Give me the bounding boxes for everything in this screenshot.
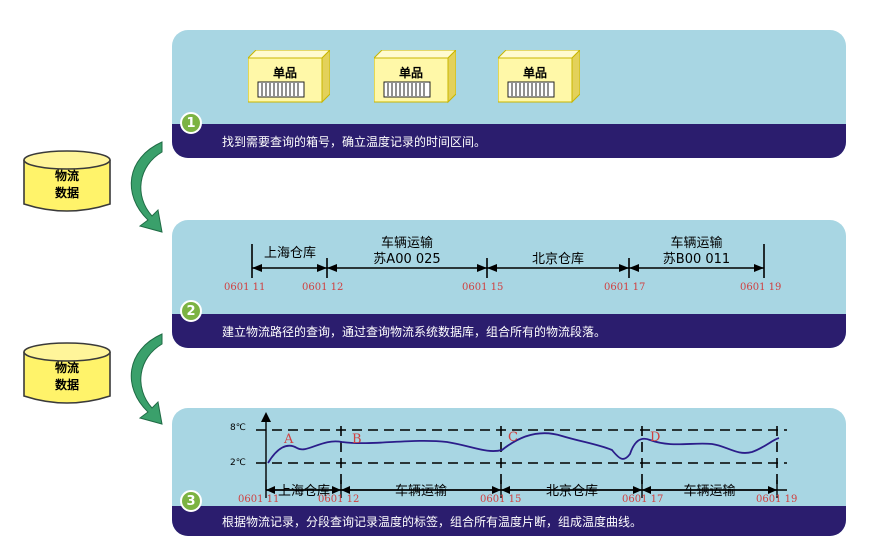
curved-arrow-2 — [130, 333, 163, 425]
temp-segment-label: 北京仓库 — [545, 484, 598, 499]
step3-panel: 8℃ 2℃ A B C D 上海仓库 车辆运输 北京仓库 车辆运输 0601 1… — [172, 408, 846, 536]
segment-letter-a: A — [284, 432, 294, 447]
route-date: 0601 12 — [302, 282, 344, 293]
product-label: 单品 — [272, 66, 297, 80]
step3-caption-bar: 根据物流记录，分段查询记录温度的标签，组合所有温度片断，组成温度曲线。 — [172, 506, 846, 536]
route-date: 0601 11 — [224, 282, 266, 293]
route-arrows — [252, 264, 764, 272]
cylinder-icon — [23, 150, 111, 212]
temp-segment-label: 上海仓库 — [277, 484, 330, 499]
route-segment-4: 车辆运输 苏B00 011 — [631, 236, 762, 268]
temp-date: 0601 15 — [480, 494, 522, 505]
y-label-8c: 8℃ — [230, 423, 246, 433]
segment-letter-b: B — [352, 432, 362, 447]
temp-date: 0601 12 — [318, 494, 360, 505]
step2-caption-bar: 建立物流路径的查询，通过查询物流系统数据库，组合所有的物流段落。 — [172, 314, 846, 348]
temp-date: 0601 19 — [756, 494, 798, 505]
logistics-data-cylinder-1: 物流 数据 — [20, 148, 114, 218]
step2-caption: 建立物流路径的查询，通过查询物流系统数据库，组合所有的物流段落。 — [222, 324, 607, 339]
route-date: 0601 15 — [462, 282, 504, 293]
route-date: 0601 17 — [604, 282, 646, 293]
step1-panel: 单品 单品 — [172, 30, 846, 158]
cylinder-line1: 物流 — [54, 361, 79, 375]
temperature-curve — [267, 432, 780, 464]
temp-segment-label: 车辆运输 — [394, 484, 447, 499]
route-segment-line1: 上海仓库 — [263, 246, 316, 261]
product-box-2: 单品 — [372, 48, 458, 108]
step1-caption: 找到需要查询的箱号，确立温度记录的时间区间。 — [222, 134, 487, 149]
route-segment-2: 车辆运输 苏A00 025 — [329, 236, 485, 268]
curved-arrow-1 — [130, 141, 163, 233]
product-label: 单品 — [398, 66, 423, 80]
temperature-chart — [256, 412, 787, 498]
cylinder-line1: 物流 — [54, 169, 79, 183]
step2-badge: 2 — [180, 300, 202, 322]
route-segment-line2: 苏A00 025 — [373, 252, 441, 267]
step1-badge: 1 — [180, 112, 202, 134]
y-label-2c: 2℃ — [230, 458, 246, 468]
cylinder-line2: 数据 — [54, 378, 79, 392]
route-segment-line1: 北京仓库 — [531, 252, 584, 267]
temp-date: 0601 17 — [622, 494, 664, 505]
step3-badge: 3 — [180, 490, 202, 512]
step3-caption: 根据物流记录，分段查询记录温度的标签，组合所有温度片断，组成温度曲线。 — [222, 514, 643, 529]
route-segment-line2: 苏B00 011 — [662, 252, 731, 267]
segment-letter-d: D — [650, 430, 661, 445]
cylinder-line2: 数据 — [54, 186, 79, 200]
temp-segment-label: 车辆运输 — [683, 484, 736, 499]
product-box-1: 单品 — [246, 48, 332, 108]
logistics-data-cylinder-2: 物流 数据 — [20, 340, 114, 410]
step1-caption-bar: 找到需要查询的箱号，确立温度记录的时间区间。 — [172, 124, 846, 158]
route-date: 0601 19 — [740, 282, 782, 293]
y-axis-arrow — [261, 412, 271, 422]
product-label: 单品 — [522, 66, 547, 80]
route-segment-1: 上海仓库 — [254, 242, 326, 261]
product-box-3: 单品 — [496, 48, 582, 108]
step2-panel: 上海仓库 车辆运输 苏A00 025 北京仓库 车辆运输 苏B00 011 06… — [172, 220, 846, 348]
temp-date: 0601 11 — [238, 494, 280, 505]
route-timeline — [251, 244, 765, 278]
route-segment-3: 北京仓库 — [489, 248, 627, 267]
cylinder-icon — [23, 342, 111, 404]
route-segment-line1: 车辆运输 — [380, 236, 433, 251]
segment-letter-c: C — [508, 430, 518, 445]
route-segment-line1: 车辆运输 — [670, 236, 723, 251]
